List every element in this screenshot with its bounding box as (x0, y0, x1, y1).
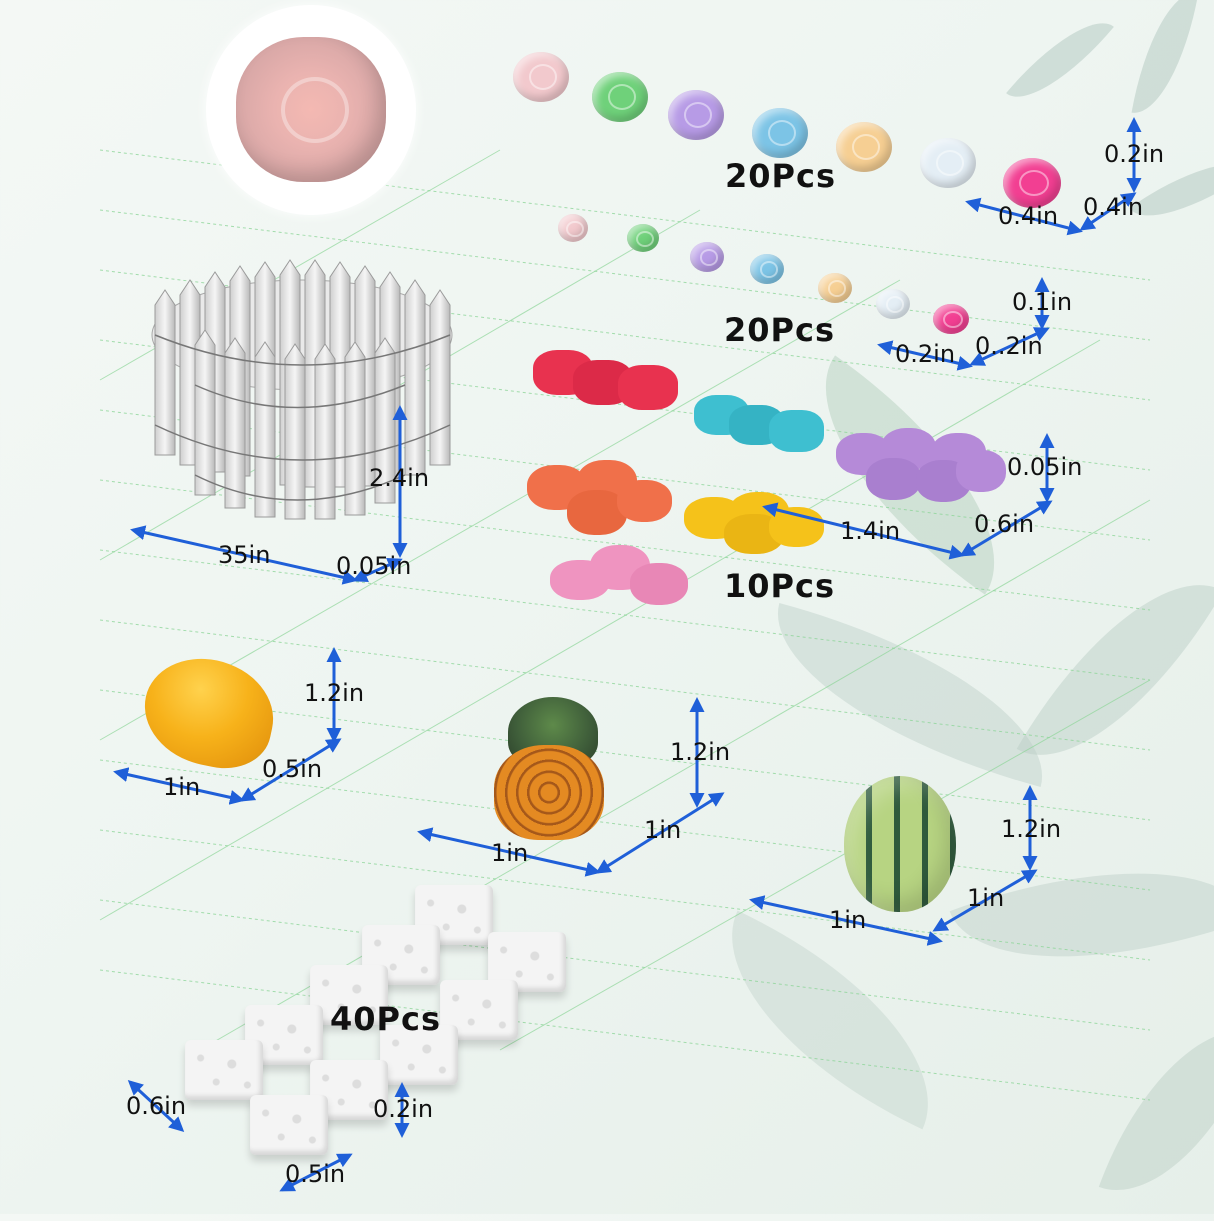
rose-small-white (876, 289, 910, 319)
stone (380, 1025, 458, 1085)
flower (630, 563, 688, 605)
rose-small-height-label: 0.1in (1012, 288, 1073, 316)
background-leaf (1098, 998, 1214, 1221)
rose-large-height-label: 0.2in (1104, 140, 1165, 168)
rose-small-pink (558, 214, 588, 242)
mango-depth-label: 0.5in (262, 755, 323, 783)
flower (866, 458, 921, 500)
watermelon-depth-label: 1in (967, 884, 1005, 912)
rose-petal-swirl (281, 77, 349, 143)
pineapple-body (494, 745, 604, 840)
stones-height-label: 0.2in (373, 1095, 434, 1123)
rose-small-width-label: 0.2in (895, 340, 956, 368)
flower (618, 365, 678, 410)
background-leaf (686, 910, 974, 1130)
rose-large-magenta (1003, 158, 1061, 208)
stone (440, 980, 518, 1040)
fence-thickness-label: 0.05in (336, 552, 412, 580)
flower-cluster-purple (836, 428, 1008, 503)
rose-small-green (627, 224, 659, 252)
fence-roll-image (151, 259, 453, 520)
pineapple-height-label: 1.2in (670, 738, 731, 766)
rose-large-purple (668, 90, 724, 140)
flower (617, 480, 672, 522)
flower-cluster-teal (694, 390, 829, 455)
flower (769, 507, 824, 547)
stone (185, 1040, 263, 1100)
watermelon-width-label: 1in (829, 906, 867, 934)
watermelon-height-label: 1.2in (1001, 815, 1062, 843)
background-leaf (1016, 541, 1214, 799)
flowers-count: 10Pcs (724, 567, 835, 605)
stone (310, 965, 388, 1025)
background-leaf (750, 603, 1070, 787)
rose-small-peach (818, 273, 852, 303)
stone (362, 925, 440, 985)
flower-cluster-orange (527, 460, 677, 535)
rose-large-count: 20Pcs (725, 157, 836, 195)
stepping-stones (150, 880, 580, 1180)
background-leaf (949, 815, 1214, 1015)
flower-cluster-yellow (684, 492, 824, 554)
stones-width-label: 0.5in (285, 1160, 346, 1188)
rose-large-blue (752, 108, 808, 158)
stones-length-label: 0.6in (126, 1092, 187, 1120)
stones-count: 40Pcs (330, 1000, 441, 1038)
stone (250, 1095, 328, 1155)
rose-small-depth-label: 0..2in (975, 332, 1043, 360)
fence-length-label: 35in (218, 541, 271, 569)
fence-height-label: 2.4in (369, 464, 430, 492)
rose-small-count: 20Pcs (724, 311, 835, 349)
flower-cluster-pink (550, 545, 690, 607)
rose-small-magenta (933, 304, 969, 334)
fence-roll (145, 245, 460, 545)
rose-large-green (592, 72, 648, 122)
flowers-width-label: 1.4in (840, 517, 901, 545)
rose-large-width-label: 0.4in (998, 202, 1059, 230)
rose-small-purple (690, 242, 724, 272)
rose-small-blue (750, 254, 784, 284)
watermelon (844, 776, 956, 912)
flower (769, 410, 824, 452)
pineapple-depth-label: 1in (644, 816, 682, 844)
stone (245, 1005, 323, 1065)
mango-height-label: 1.2in (304, 679, 365, 707)
background-leaf (1131, 0, 1199, 121)
mango-width-label: 1in (163, 773, 201, 801)
pineapple-width-label: 1in (491, 839, 529, 867)
flowers-height-label: 0.05in (1007, 453, 1083, 481)
flower (956, 450, 1006, 492)
rose-large-depth-label: 0.4in (1083, 193, 1144, 221)
rose-closeup (206, 5, 416, 215)
rose-large-peach (836, 122, 892, 172)
flowers-depth-label: 0.6in (974, 510, 1035, 538)
rose-large-pink (513, 52, 569, 102)
flower-cluster-red (533, 345, 683, 410)
background-leaf (1006, 1, 1114, 119)
rose-large-white (920, 138, 976, 188)
